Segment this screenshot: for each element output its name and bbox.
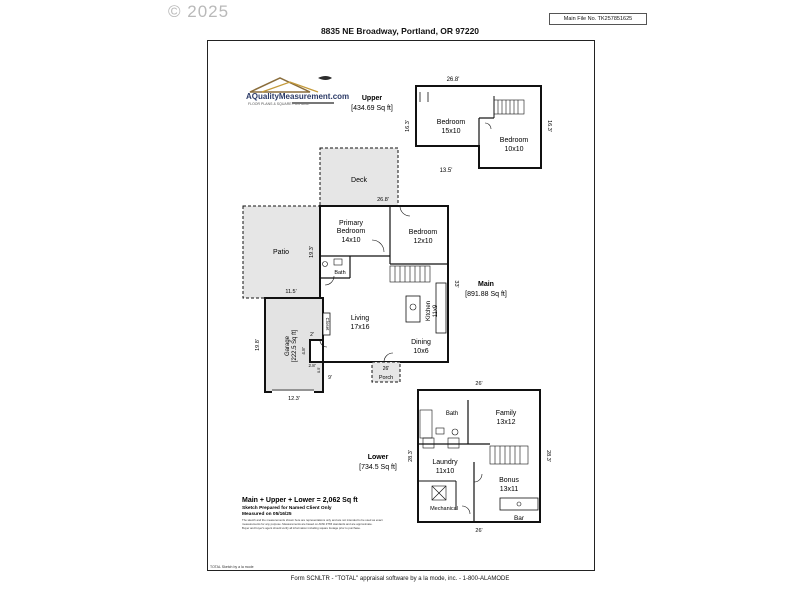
measured-date: Measured on 05/16/25 (242, 511, 292, 517)
bath-label: Bath (334, 270, 345, 276)
living-size: 17x16 (350, 324, 369, 331)
kitchen-size: 11x9 (433, 304, 439, 317)
dim-main-28: 2.8' (308, 363, 315, 368)
logo-tagline: FLOOR PLANS & SQUARE FOOTAGE (248, 102, 310, 106)
dim-main-05: 0.5' (316, 367, 321, 374)
family-name: Family (496, 410, 517, 417)
deck-label: Deck (351, 177, 367, 184)
upper-level-name: Upper (362, 95, 383, 102)
dim-main-9: 9' (328, 375, 332, 381)
dim-deck-bottom: 26.8' (377, 197, 389, 203)
company-logo: AQualityMeasurement.com FLOOR PLANS & SQ… (246, 76, 349, 106)
closet-label: Closet (325, 318, 330, 332)
main-file-number: Main File No. TK257851625 (549, 13, 647, 25)
upper-bedroom1-name: Bedroom (437, 119, 466, 126)
bonus-name: Bonus (499, 477, 519, 484)
primary-bedroom-line1: Primary (339, 220, 364, 227)
main-bedroom-name: Bedroom (409, 229, 438, 236)
disclaimer-line2: measurements for any purpose. Measuremen… (242, 522, 373, 526)
dim-patio-right: 19.3' (309, 246, 315, 258)
dim-main-2ft: 2' (310, 332, 314, 338)
frame-footer: TOTAL Sketch by a la mode (210, 565, 254, 569)
patio-label: Patio (273, 249, 289, 256)
bar-label: Bar (514, 515, 525, 522)
dim-garage-left: 19.8' (255, 339, 261, 351)
main-bedroom-size: 12x10 (413, 238, 432, 245)
dim-lower-left: 28.3' (408, 450, 414, 462)
dim-upper-bottom: 13.5' (440, 168, 453, 174)
kitchen-name: Kitchen (426, 301, 432, 321)
laundry-size: 11x10 (436, 468, 455, 475)
bonus-size: 13x11 (500, 486, 519, 493)
dim-main-4ft: 4.8' (301, 347, 306, 354)
total-area: Main + Upper + Lower = 2,062 Sq ft (242, 497, 358, 504)
lower-level-area: [734.5 Sq ft] (359, 464, 397, 471)
dim-garage-bottom: 12.3' (288, 396, 300, 402)
garage-name: Garage (285, 335, 291, 356)
upper-level-area: [434.69 Sq ft] (351, 105, 393, 112)
main-level-name: Main (478, 281, 494, 288)
dim-upper-left: 16.3' (405, 120, 411, 132)
upper-bedroom2-size: 10x10 (504, 146, 523, 153)
upper-floor-plan (415, 85, 542, 169)
laundry-name: Laundry (432, 459, 458, 466)
upper-bedroom2-name: Bedroom (500, 137, 529, 144)
upper-bedroom1-size: 15x10 (441, 128, 460, 135)
primary-bedroom-line2: Bedroom (337, 228, 366, 235)
dim-porch: 26' (383, 366, 390, 372)
dim-lower-bottom: 26' (475, 528, 482, 534)
disclaimer-line1: The sketch and the measurements shown he… (242, 518, 383, 522)
dim-lower-top: 26' (475, 381, 482, 387)
mechanical-label: Mechanical (430, 506, 458, 512)
dim-upper-top: 26.8' (447, 77, 460, 83)
page-footer: Form SCNLTR - "TOTAL" appraisal software… (290, 576, 510, 582)
dining-size: 10x6 (413, 348, 428, 355)
disclaimer-line3: Buyer and buyer's agent should verify al… (242, 526, 361, 530)
lower-floor-plan (417, 389, 541, 523)
prepared-for: Sketch Prepared for Named Client Only (242, 505, 332, 511)
copyright-watermark: © 2025 (168, 2, 230, 21)
property-address: 8835 NE Broadway, Portland, OR 97220 (320, 26, 480, 36)
garage-area: [222.5 Sq ft] (292, 329, 298, 362)
dim-patio-bottom: 11.5' (285, 289, 296, 295)
dim-main-right: 33' (453, 280, 459, 287)
dining-name: Dining (411, 339, 431, 346)
lower-level-name: Lower (368, 454, 389, 461)
sketch-frame (207, 40, 595, 571)
living-name: Living (351, 315, 369, 322)
main-level-area: [891.88 Sq ft] (465, 291, 507, 298)
porch-label: Porch (379, 375, 393, 381)
logo-text: AQualityMeasurement.com (246, 92, 349, 101)
main-floor-plan (242, 147, 449, 393)
dim-upper-right: 16.3' (546, 120, 552, 132)
family-size: 13x12 (496, 419, 515, 426)
dim-lower-right: 28.3' (545, 450, 551, 462)
primary-bedroom-size: 14x10 (341, 237, 360, 244)
lower-bath-label: Bath (446, 411, 458, 417)
